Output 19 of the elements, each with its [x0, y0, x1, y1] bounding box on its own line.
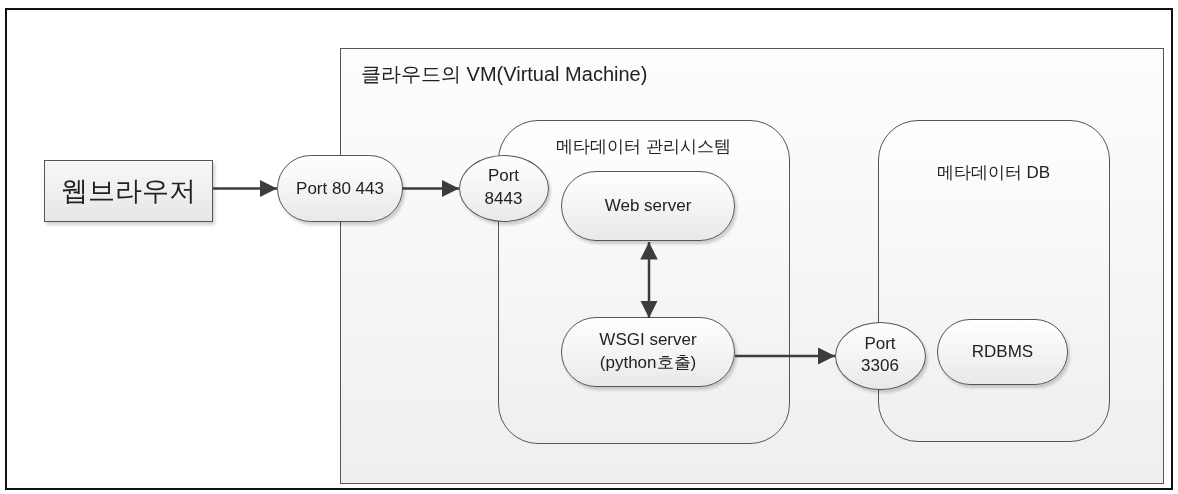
- box-heading: 클라우드의 VM(Virtual Machine): [361, 62, 648, 87]
- arrow: [402, 179, 459, 198]
- pill-label: Port 80 443: [295, 177, 385, 200]
- port-pill: [277, 155, 403, 222]
- box-heading: 메타데이터 DB: [935, 161, 1052, 184]
- process-pill: [561, 171, 735, 241]
- arrow: [213, 179, 277, 198]
- pill-label: Port 8443: [483, 165, 524, 210]
- process-pill: [937, 319, 1068, 385]
- arrow: [640, 242, 658, 318]
- box-label: 웹브라우저: [60, 175, 197, 208]
- arrow: [735, 347, 835, 365]
- pill-label: Web server: [603, 196, 693, 216]
- box-heading: 메타데이터 관리시스템: [555, 135, 732, 158]
- process-pill: [561, 317, 735, 387]
- process-box: [44, 160, 213, 222]
- pill-label: WSGI server (python호출): [598, 329, 698, 374]
- pill-label: Port 3306: [860, 332, 900, 378]
- pill-label: RDBMS: [970, 342, 1035, 362]
